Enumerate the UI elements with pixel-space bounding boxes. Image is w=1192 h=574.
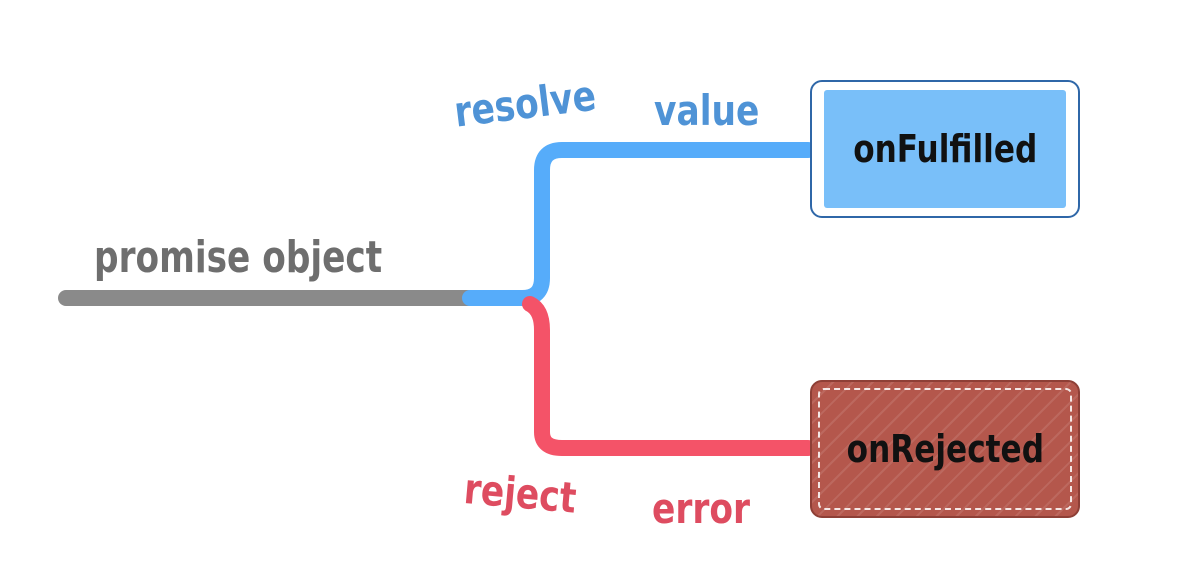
- value-label: value: [654, 86, 760, 135]
- error-label: error: [652, 484, 750, 533]
- on-rejected-inner-border: [818, 388, 1072, 510]
- promise-object-label: promise object: [94, 232, 383, 283]
- on-fulfilled-label: onFulfilled: [852, 127, 1038, 171]
- on-fulfilled-box: onFulfilled: [810, 80, 1080, 218]
- resolve-path: [462, 142, 816, 306]
- on-fulfilled-fill: [824, 90, 1066, 208]
- reject-label: reject: [462, 464, 579, 523]
- on-rejected-box: onRejected: [810, 380, 1080, 518]
- on-rejected-label: onRejected: [846, 427, 1044, 471]
- reject-path: [522, 296, 816, 456]
